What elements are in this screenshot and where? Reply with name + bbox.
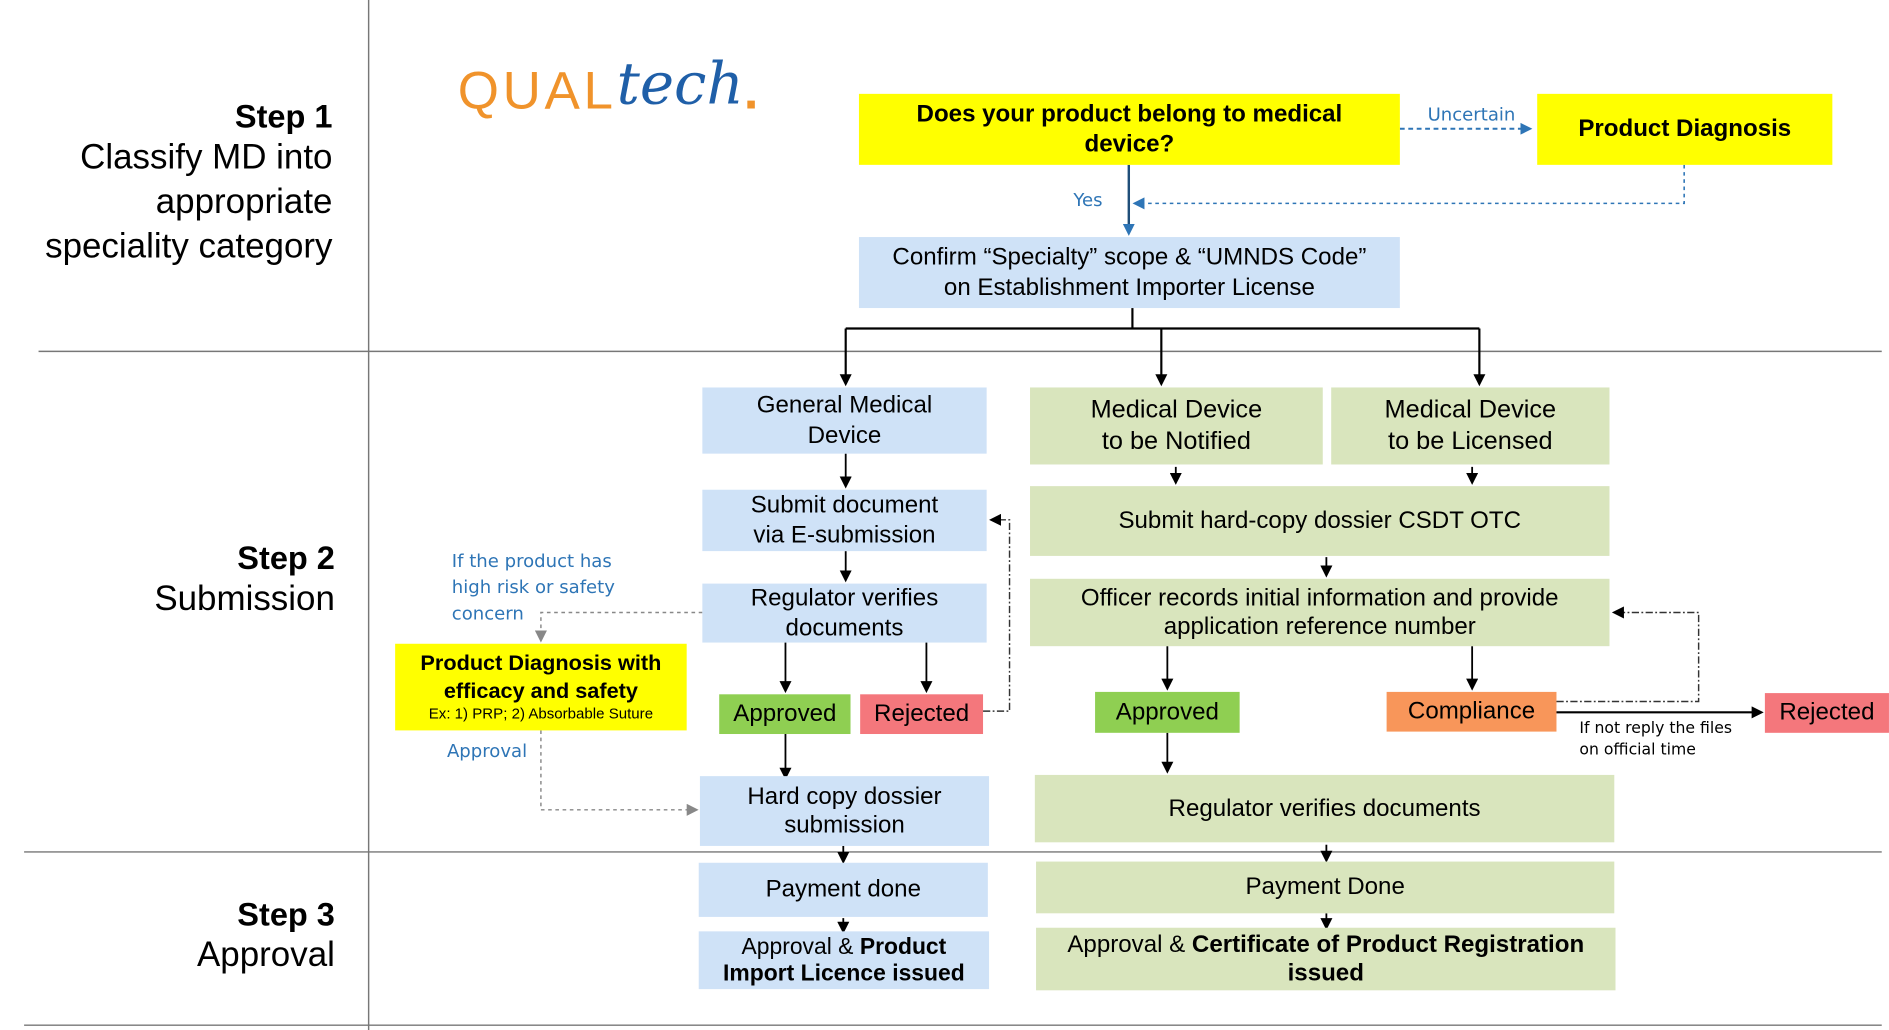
node-confirm-line1: Confirm “Specialty” scope & “UMNDS Code” (892, 244, 1367, 271)
node-officer-records: Officer records initial information and … (1030, 578, 1610, 647)
node-md-notified: Medical Device to be Notified (1030, 387, 1323, 465)
node-approval-left: Approval & Product Import Licence issued (698, 931, 990, 990)
logo-text-tech: tech (616, 50, 744, 118)
label-not-reply-line: on official time (1579, 741, 1696, 760)
step-1-desc-line: Classify MD into (80, 138, 333, 177)
step-1-desc-line: speciality category (45, 227, 333, 267)
label-high-risk-line: If the product has (451, 549, 612, 572)
node-compliance: Compliance (1386, 691, 1557, 732)
node-approval-left-plain: Approval & (741, 934, 860, 961)
edge-diagnosis-return (1132, 164, 1685, 210)
node-approval-right-bold: Certificate of Product Registration issu… (1191, 931, 1585, 987)
edge-rejected-resubmit (983, 513, 1011, 712)
node-confirm-specialty: Confirm “Specialty” scope & “UMNDS Code”… (858, 237, 1400, 309)
label-high-risk-line: high risk or safety (451, 576, 615, 599)
node-approval-right-plain: Approval & (1067, 931, 1192, 958)
node-regulator-verifies-right: Regulator verifies documents (1034, 774, 1615, 843)
label-high-risk-line: concern (451, 602, 524, 625)
node-submit-hardcopy: Submit hard-copy dossier CSDT OTC (1030, 486, 1610, 556)
node-md-licensed: Medical Device to be Licensed (1331, 387, 1610, 465)
node-hardcopy-submission: Hard copy dossier submission (699, 776, 990, 846)
step-1-desc-line: appropriate (155, 183, 333, 222)
label-high-risk: If the product has high risk or safety c… (452, 548, 615, 627)
step-3-label: Step 3 Approval (197, 896, 335, 978)
node-submit-esubmission: Submit document via E-submission (702, 489, 987, 552)
step-2-number: Step 2 (237, 540, 335, 577)
node-rejected-left: Rejected (860, 694, 984, 735)
label-approval: Approval (446, 740, 528, 762)
step-1-label: Step 1 Classify MD into appropriate spec… (45, 99, 332, 270)
step-1-number: Step 1 (234, 98, 333, 135)
step-2-label: Step 2 Submission (154, 540, 335, 622)
edge-compliance-loop (1556, 606, 1700, 703)
node-medical-device-question: Does your product belong to medical devi… (858, 93, 1400, 165)
node-product-diagnosis: Product Diagnosis (1537, 93, 1833, 165)
label-yes: Yes (1073, 188, 1103, 211)
node-approval-right: Approval & Certificate of Product Regist… (1036, 927, 1616, 991)
logo-dot: . (743, 61, 759, 121)
node-product-diagnosis-efficacy: Product Diagnosis with efficacy and safe… (395, 643, 687, 731)
label-uncertain: Uncertain (1427, 103, 1516, 126)
edge-approval-hardcopy (540, 730, 699, 816)
step-3-number: Step 3 (237, 896, 335, 933)
label-not-reply: If not reply the files on official time (1579, 718, 1732, 761)
qualtech-logo: QUALtech. (457, 51, 759, 122)
step-3-desc-line: Approval (197, 936, 335, 975)
node-payment-left: Payment done (698, 862, 988, 917)
node-payment-right: Payment Done (1036, 861, 1615, 914)
node-pd-efficacy-example: Ex: 1) PRP; 2) Absorbable Suture (428, 705, 654, 723)
step-2-desc-line: Submission (154, 579, 335, 619)
node-pd-efficacy-title: Product Diagnosis with efficacy and safe… (420, 651, 662, 703)
node-confirm-line2: on Establishment Importer License (943, 273, 1315, 301)
node-approval-left-bold: Product Import Licence issued (723, 934, 965, 987)
node-general-medical-device: General Medical Device (702, 387, 987, 454)
node-approved-right: Approved (1095, 691, 1240, 733)
node-regulator-verifies-left: Regulator verifies documents (702, 583, 987, 643)
label-not-reply-line: If not reply the files (1579, 719, 1733, 738)
logo-text-qual: QUAL (457, 61, 617, 121)
node-rejected-right: Rejected (1764, 693, 1889, 733)
edge-high-risk (534, 611, 703, 643)
node-approved-left: Approved (719, 694, 851, 735)
